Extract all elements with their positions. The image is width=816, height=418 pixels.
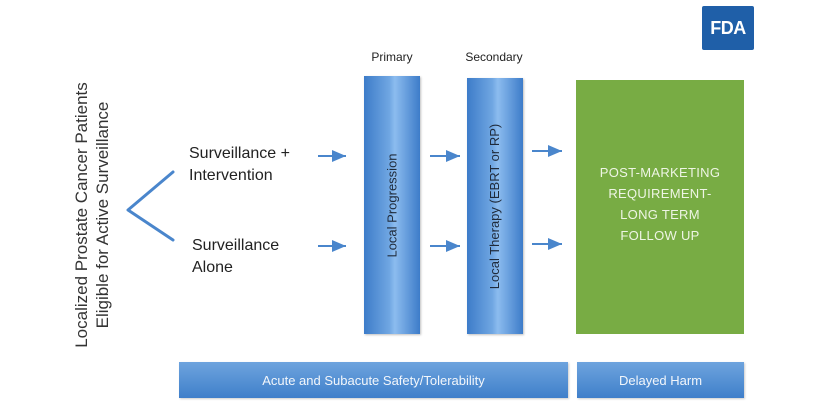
branch-surveillance-intervention: Surveillance + Intervention xyxy=(189,143,290,187)
fda-logo: FDA xyxy=(702,6,754,50)
outcome-line-2: REQUIREMENT- xyxy=(608,186,712,201)
post-marketing-box: POST-MARKETING REQUIREMENT- LONG TERM FO… xyxy=(576,80,744,334)
delayed-harm-label: Delayed Harm xyxy=(618,372,703,388)
secondary-header: Secondary xyxy=(465,50,523,64)
acute-safety-label: Acute and Subacute Safety/Tolerability xyxy=(262,372,485,388)
delayed-harm-bar: Delayed Harm xyxy=(577,362,744,398)
branch-1-line2: Intervention xyxy=(189,167,273,184)
branch-2-line1: Surveillance xyxy=(192,237,280,254)
outcome-line-4: FOLLOW UP xyxy=(620,228,700,243)
branch-chevron xyxy=(126,170,175,242)
secondary-bar-label: Local Therapy (EBRT or RP) xyxy=(487,123,503,289)
outcome-line-3: LONG TERM xyxy=(620,207,700,222)
branch-2-line2: Alone xyxy=(192,259,233,276)
primary-header: Primary xyxy=(371,50,413,64)
branch-1-line1: Surveillance + xyxy=(189,145,290,162)
branch-surveillance-alone: Surveillance Alone xyxy=(192,235,279,279)
primary-bar-label: Local Progression xyxy=(384,152,400,258)
outcome-line-1: POST-MARKETING xyxy=(599,165,721,180)
fda-logo-text: FDA xyxy=(710,17,746,38)
secondary-bar: Local Therapy (EBRT or RP) xyxy=(467,78,523,334)
acute-safety-bar: Acute and Subacute Safety/Tolerability xyxy=(179,362,568,398)
primary-bar: Local Progression xyxy=(364,76,420,334)
